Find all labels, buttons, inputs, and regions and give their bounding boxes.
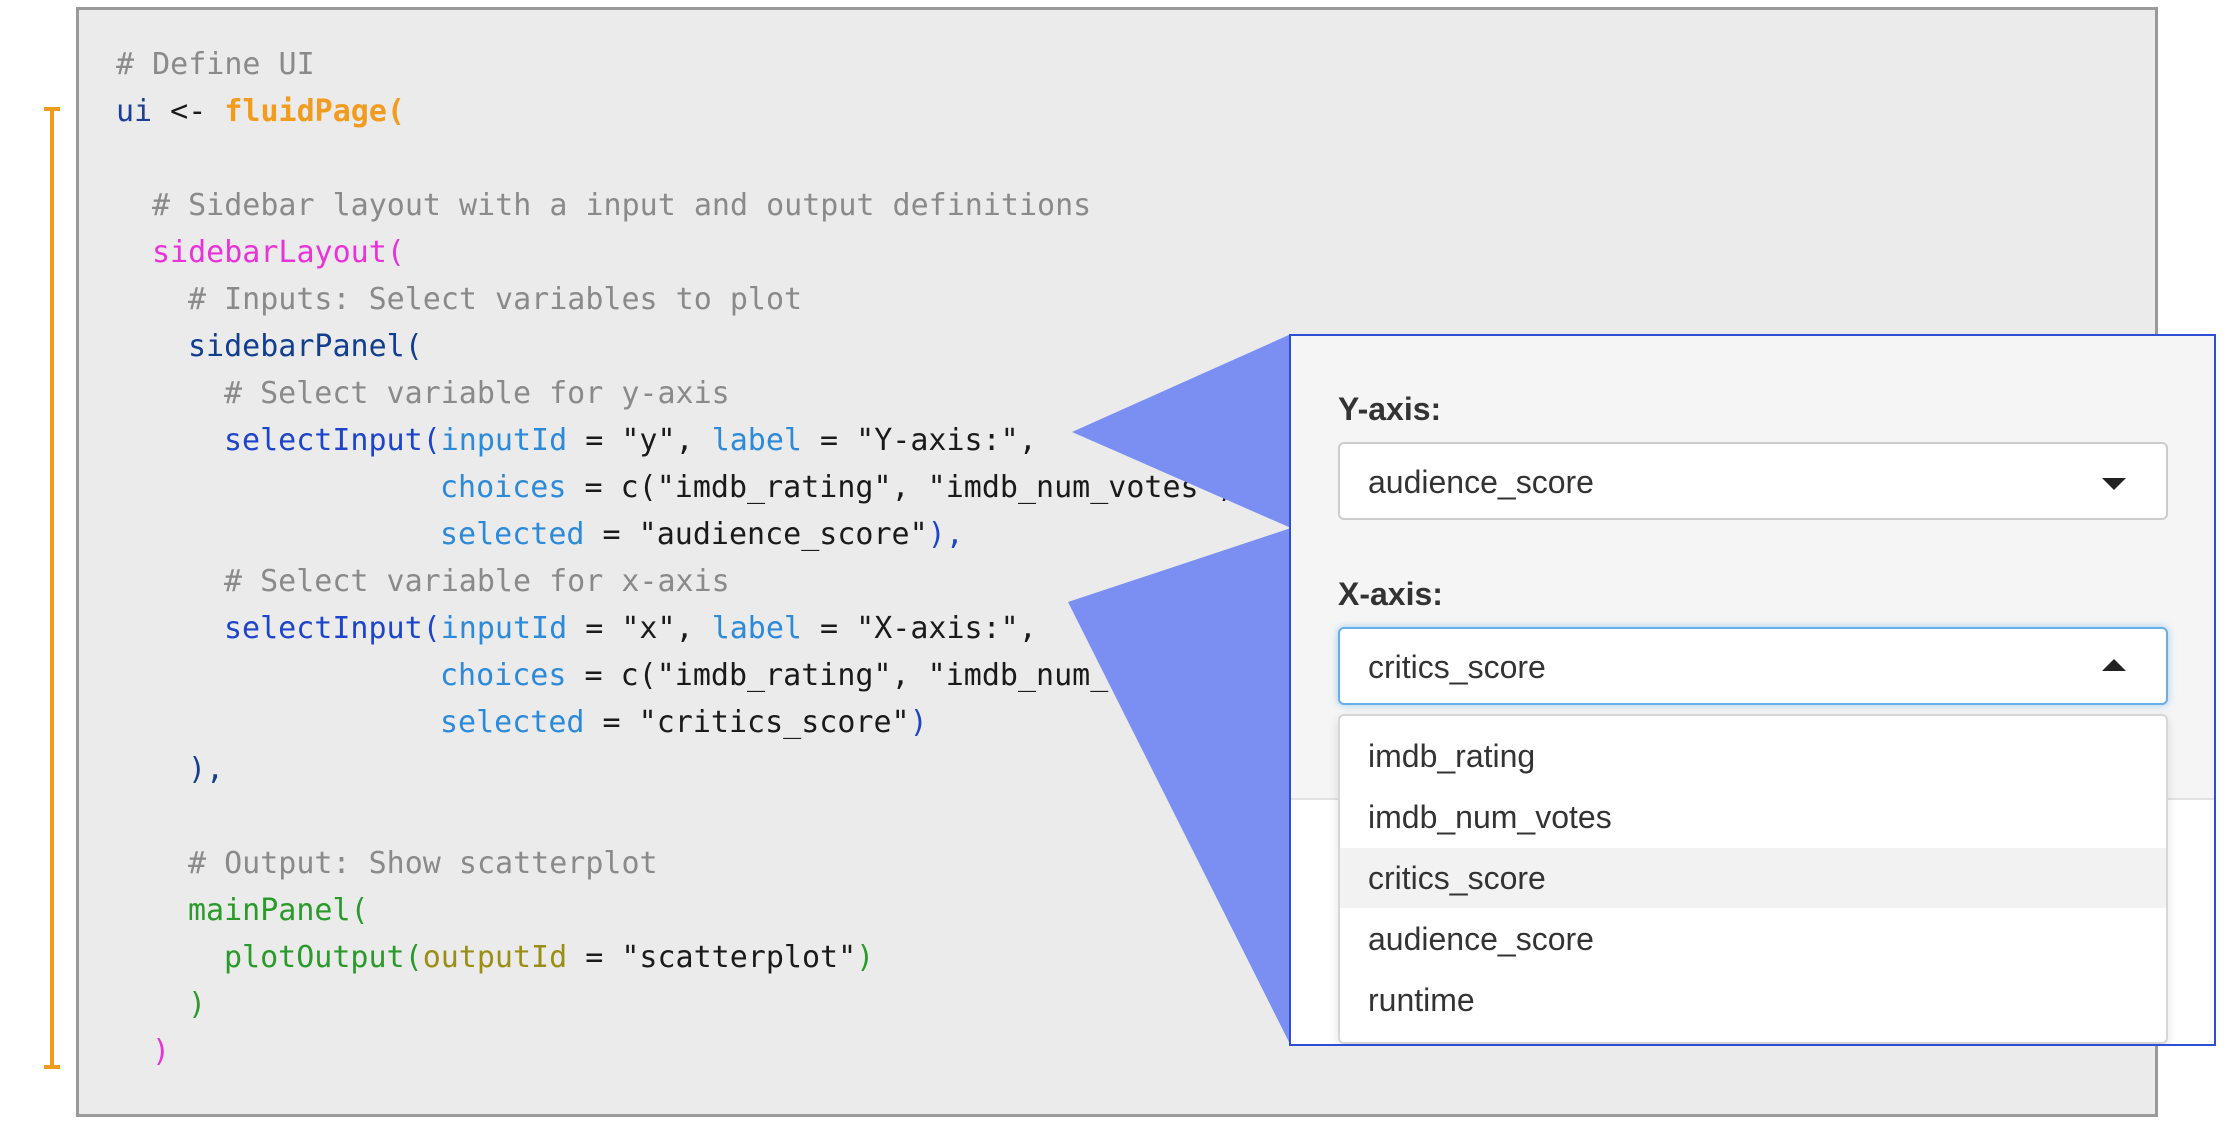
- value-selected-x: = "critics_score": [584, 705, 910, 740]
- value-inputid-y: = "y",: [567, 423, 712, 458]
- arg-choices-y: choices: [440, 470, 567, 505]
- x-axis-select[interactable]: critics_score: [1338, 627, 2168, 705]
- code-line-10: choices = c("imdb_rating", "imdb_num_vot…: [440, 464, 1289, 511]
- selectinput-x-call: selectInput(: [224, 611, 441, 646]
- code-line-8: # Select variable for y-axis: [224, 370, 730, 417]
- code-line-1: # Define UI: [116, 41, 315, 88]
- x-axis-dropdown: imdb_rating imdb_num_votes critics_score…: [1338, 714, 2168, 1044]
- close-plotoutput: ): [856, 940, 875, 975]
- arg-inputid-x: inputId: [440, 611, 568, 646]
- y-axis-selected-value: audience_score: [1368, 464, 1594, 500]
- y-axis-select[interactable]: audience_score: [1338, 442, 2168, 520]
- option-label: imdb_num_votes: [1368, 799, 1612, 835]
- callout-wedge-x: [1068, 528, 1291, 1046]
- option-label: imdb_rating: [1368, 738, 1536, 774]
- arg-selected-x: selected: [440, 705, 585, 740]
- sidebarlayout-call: sidebarLayout(: [152, 235, 405, 270]
- code-line-9: selectInput(inputId = "y", label = "Y-ax…: [224, 417, 1037, 464]
- caret-down-icon[interactable]: [2102, 478, 2126, 490]
- option-label: audience_score: [1368, 921, 1594, 957]
- arg-inputid-y: inputId: [440, 423, 568, 458]
- close-selectinput-x: ): [909, 705, 928, 740]
- fluidpage-bracket-line: [50, 107, 54, 1069]
- arg-choices-x: choices: [440, 658, 567, 693]
- close-selectinput-y: ),: [927, 517, 964, 552]
- code-line-18: # Output: Show scatterplot: [188, 840, 658, 887]
- code-line-15: selected = "critics_score"): [440, 699, 928, 746]
- code-line-4: # Sidebar layout with a input and output…: [152, 182, 1091, 229]
- value-choices-x: = c("imdb_rating", "imdb_num_votes", "c: [566, 658, 1289, 693]
- option-imdb-num-votes[interactable]: imdb_num_votes: [1340, 787, 2166, 847]
- comment-y-axis: # Select variable for y-axis: [224, 376, 730, 411]
- callout-wedge-y: [1072, 334, 1291, 528]
- value-label-x: = "X-axis:",: [802, 611, 1037, 646]
- value-outputid: = "scatterplot": [567, 940, 857, 975]
- code-line-13: selectInput(inputId = "x", label = "X-ax…: [224, 605, 1037, 652]
- plotoutput-call: plotOutput(: [224, 940, 423, 975]
- caret-up-icon[interactable]: [2102, 659, 2126, 671]
- code-line-22: ): [152, 1028, 170, 1075]
- code-line-21: ): [188, 981, 206, 1028]
- code-line-12: # Select variable for x-axis: [224, 558, 730, 605]
- comment-sidebar-layout: # Sidebar layout with a input and output…: [152, 188, 1092, 223]
- sidebarpanel-call: sidebarPanel(: [188, 329, 423, 364]
- code-line-2: ui <- fluidPage(: [116, 88, 405, 135]
- fluidpage-call: fluidPage(: [224, 94, 405, 129]
- code-line-11: selected = "audience_score"),: [440, 511, 964, 558]
- option-label: runtime: [1368, 982, 1475, 1018]
- code-line-7: sidebarPanel(: [188, 323, 423, 370]
- arg-outputid: outputId: [422, 940, 568, 975]
- comment-output: # Output: Show scatterplot: [188, 846, 658, 881]
- comment-define-ui: # Define UI: [116, 47, 315, 82]
- option-critics-score[interactable]: critics_score: [1340, 848, 2166, 908]
- value-selected-y: = "audience_score": [584, 517, 928, 552]
- option-audience-score[interactable]: audience_score: [1340, 909, 2166, 969]
- x-axis-selected-value: critics_score: [1368, 649, 1546, 685]
- selectinput-y-call: selectInput(: [224, 423, 441, 458]
- code-line-6: # Inputs: Select variables to plot: [188, 276, 802, 323]
- value-label-y: = "Y-axis:",: [802, 423, 1037, 458]
- arg-label-y: label: [711, 423, 802, 458]
- value-choices-y: = c("imdb_rating", "imdb_num_votes", "c: [566, 470, 1289, 505]
- option-runtime[interactable]: runtime: [1340, 970, 2166, 1030]
- comment-inputs: # Inputs: Select variables to plot: [188, 282, 803, 317]
- assign-operator: <-: [152, 94, 225, 129]
- code-line-5: sidebarLayout(: [152, 229, 405, 276]
- option-imdb-rating[interactable]: imdb_rating: [1340, 726, 2166, 786]
- comment-x-axis: # Select variable for x-axis: [224, 564, 730, 599]
- arg-selected-y: selected: [440, 517, 585, 552]
- x-axis-label: X-axis:: [1338, 576, 1443, 612]
- close-mainpanel: ): [188, 987, 207, 1022]
- mainpanel-call: mainPanel(: [188, 893, 369, 928]
- ui-variable: ui: [116, 94, 153, 129]
- rendered-ui-preview: Y-axis: audience_score X-axis: critics_s…: [1289, 334, 2216, 1046]
- arg-label-x: label: [711, 611, 802, 646]
- value-inputid-x: = "x",: [567, 611, 712, 646]
- y-axis-label: Y-axis:: [1338, 391, 1442, 427]
- code-line-20: plotOutput(outputId = "scatterplot"): [224, 934, 874, 981]
- option-label: critics_score: [1368, 860, 1546, 896]
- code-line-16: ),: [188, 746, 224, 793]
- close-sidebarpanel: ),: [188, 752, 225, 787]
- code-line-19: mainPanel(: [188, 887, 369, 934]
- code-line-14: choices = c("imdb_rating", "imdb_num_vot…: [440, 652, 1289, 699]
- close-sidebarlayout: ): [152, 1034, 171, 1069]
